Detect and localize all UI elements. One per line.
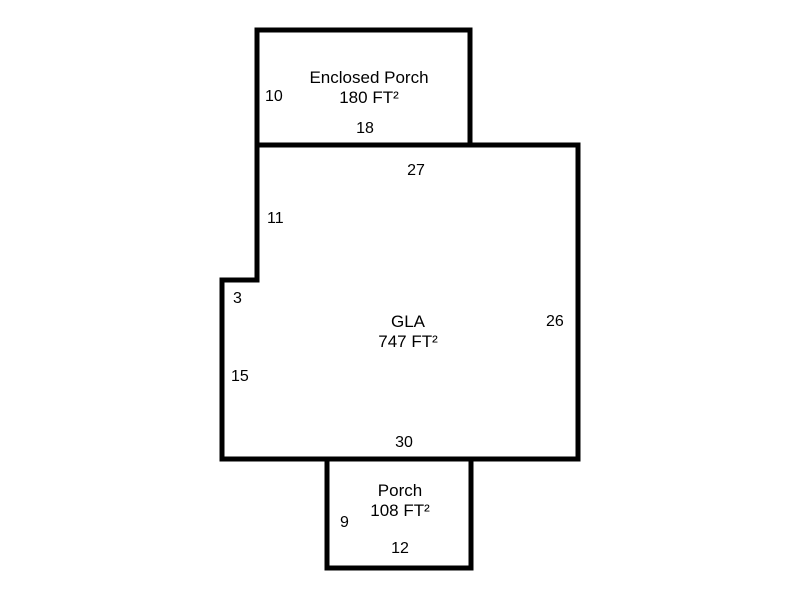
gla-outline <box>219 142 581 462</box>
gla-name: GLA <box>390 312 426 331</box>
dimension-gla-upper-left: 11 <box>267 210 284 227</box>
dimension-gla-right: 26 <box>546 313 564 330</box>
porch-name: Porch <box>377 481 423 500</box>
dimension-enclosed-porch-left: 10 <box>265 88 283 105</box>
dimension-gla-top: 27 <box>407 162 425 179</box>
porch-area-label: Porch 108 FT² <box>370 481 430 520</box>
gla-area-value: 747 FT² <box>378 331 438 351</box>
enclosed-porch-name: Enclosed Porch <box>309 68 429 87</box>
enclosed-porch-area-label: Enclosed Porch 180 FT² <box>309 68 428 107</box>
dimension-gla-notch: 3 <box>233 290 242 307</box>
dimension-gla-lower-left: 15 <box>231 368 249 385</box>
porch-outline <box>324 456 474 571</box>
dimension-porch-bottom: 12 <box>391 540 409 557</box>
dimension-enclosed-porch-bottom: 18 <box>356 120 374 137</box>
dimension-gla-bottom: 30 <box>395 434 413 451</box>
dimension-porch-left: 9 <box>340 514 349 531</box>
gla-area-label: GLA 747 FT² <box>378 312 438 351</box>
enclosed-porch-area-value: 180 FT² <box>339 87 399 107</box>
porch-area-value: 108 FT² <box>370 500 430 520</box>
